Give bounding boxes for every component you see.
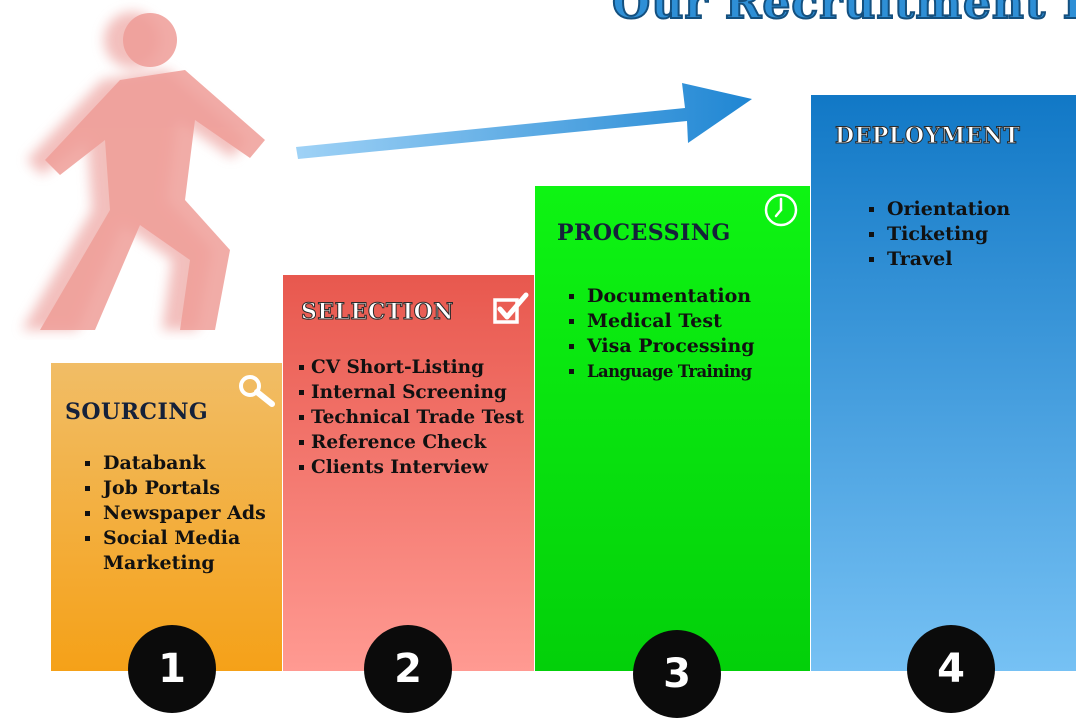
list-item: CV Short-Listing xyxy=(297,355,533,380)
progress-arrow-icon xyxy=(296,83,752,159)
list-item: Medical Test xyxy=(561,309,811,334)
step-title: PROCESSING xyxy=(557,220,731,246)
step-number-badge: 2 xyxy=(364,625,452,713)
list-item: Social Media Marketing xyxy=(77,526,282,576)
step-item-list: Databank Job Portals Newspaper Ads Socia… xyxy=(77,451,282,576)
step-selection: SELECTION CV Short-Listing Internal Scre… xyxy=(283,275,534,671)
walking-person-icon xyxy=(22,12,265,330)
list-item: Orientation xyxy=(861,197,1076,222)
checkbox-icon xyxy=(493,292,529,324)
list-item: Language Training xyxy=(561,359,811,384)
step-number-badge: 1 xyxy=(128,625,216,713)
step-sourcing: SOURCING Databank Job Portals Newspaper … xyxy=(51,363,282,671)
list-item: Reference Check xyxy=(297,430,533,455)
step-title: DEPLOYMENT xyxy=(834,123,1021,150)
list-item: Internal Screening xyxy=(297,380,533,405)
step-item-list: CV Short-Listing Internal Screening Tech… xyxy=(297,355,533,480)
list-item: Databank xyxy=(77,451,282,476)
step-item-list: Orientation Ticketing Travel xyxy=(861,197,1076,272)
step-deployment: DEPLOYMENT Orientation Ticketing Travel xyxy=(811,95,1076,671)
list-item: Travel xyxy=(861,247,1076,272)
page-title: Our Recruitment P xyxy=(611,0,1076,30)
step-title: SELECTION xyxy=(301,299,454,326)
list-item: Documentation xyxy=(561,284,811,309)
step-number-badge: 4 xyxy=(907,625,995,713)
step-title: SOURCING xyxy=(65,399,209,425)
step-number-badge: 3 xyxy=(633,630,721,718)
magnifier-icon xyxy=(239,375,275,407)
list-item: Technical Trade Test xyxy=(297,405,533,430)
step-item-list: Documentation Medical Test Visa Processi… xyxy=(561,284,811,384)
list-item: Visa Processing xyxy=(561,334,811,359)
list-item: Newspaper Ads xyxy=(77,501,282,526)
list-item: Ticketing xyxy=(861,222,1076,247)
step-processing: PROCESSING Documentation Medical Test Vi… xyxy=(535,186,810,671)
list-item: Clients Interview xyxy=(297,455,533,480)
clock-icon xyxy=(764,193,798,227)
list-item: Job Portals xyxy=(77,476,282,501)
